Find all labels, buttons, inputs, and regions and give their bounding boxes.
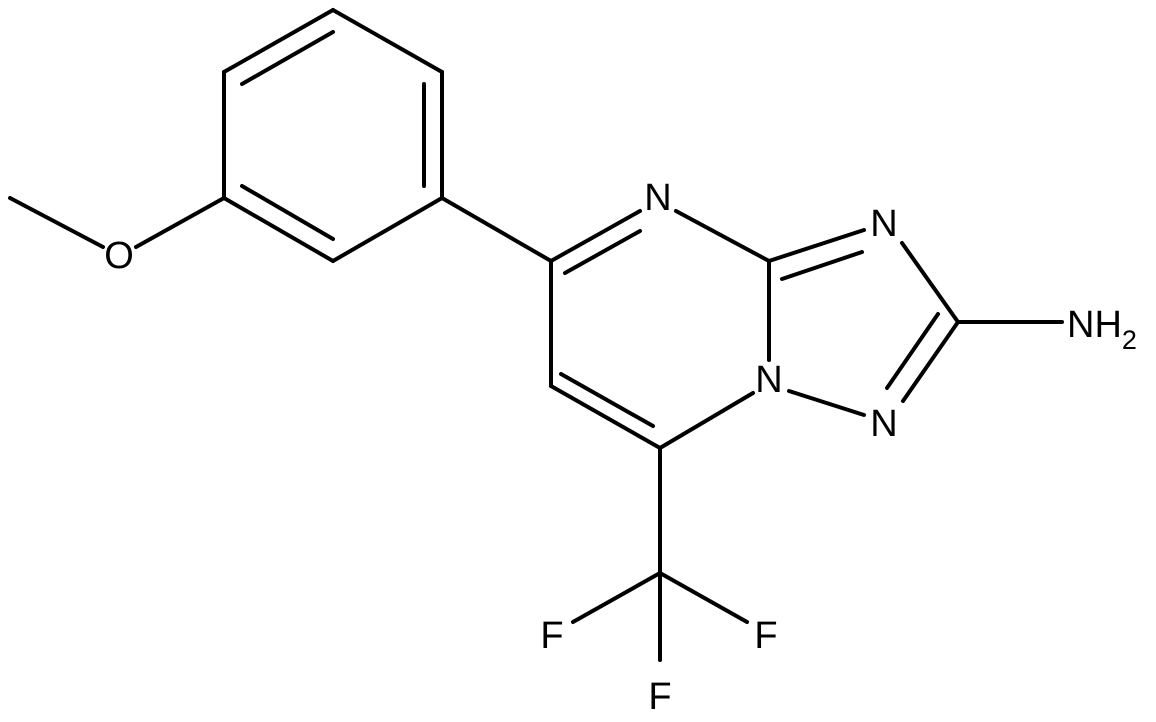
bond-aryl-pyrimidine — [440, 196, 553, 263]
atom-label-f-bottom: F — [648, 676, 671, 718]
bond-c5-n4 — [549, 209, 642, 263]
atom-label-f-left: F — [540, 615, 563, 657]
atom-label-n-bridge: N — [755, 359, 782, 401]
atom-label-f-right: F — [754, 615, 777, 657]
bond-cf3-f-left — [571, 571, 662, 624]
bond-benzene-6-inner — [240, 184, 335, 241]
bond-n1-n8 — [787, 389, 866, 417]
bond-benzene-3 — [331, 8, 444, 74]
amine-nh-text: NH — [1067, 304, 1122, 346]
bond-n4-c3a — [674, 209, 771, 263]
atom-label-o-methoxy: O — [104, 235, 134, 277]
bond-c2-n1-inner — [885, 312, 940, 390]
atom-label-n-pyrimidine: N — [644, 177, 671, 219]
bond-c2-n1 — [901, 320, 960, 403]
bond-benzene-2 — [222, 8, 335, 74]
bond-oxygen-aryl — [134, 196, 226, 249]
bond-benzene-5 — [331, 196, 444, 263]
atom-labels: O N N N N NH2 F F F — [104, 177, 1137, 718]
bond-cf3-f-right — [658, 571, 749, 624]
bond-methyl-oxygen — [8, 196, 105, 249]
bond-c5-n4-inner — [563, 229, 642, 275]
amine-subscript: 2 — [1122, 325, 1137, 355]
bond-n8-c7 — [658, 391, 755, 450]
bond-benzene-2-inner — [240, 30, 335, 86]
bond-n3-c2 — [900, 241, 960, 324]
bond-benzene-6 — [222, 196, 335, 263]
atom-label-n-triazole-top: N — [870, 203, 897, 245]
atom-label-amine: NH2 — [1067, 304, 1137, 355]
bond-c3a-n3-inner — [780, 250, 864, 281]
bond-c7-c6-inner — [559, 372, 655, 428]
bond-lines — [8, 8, 1064, 662]
bond-c7-c6 — [549, 384, 662, 450]
atom-label-n-triazole-bottom: N — [870, 403, 897, 445]
bond-c3a-n3 — [767, 228, 866, 263]
